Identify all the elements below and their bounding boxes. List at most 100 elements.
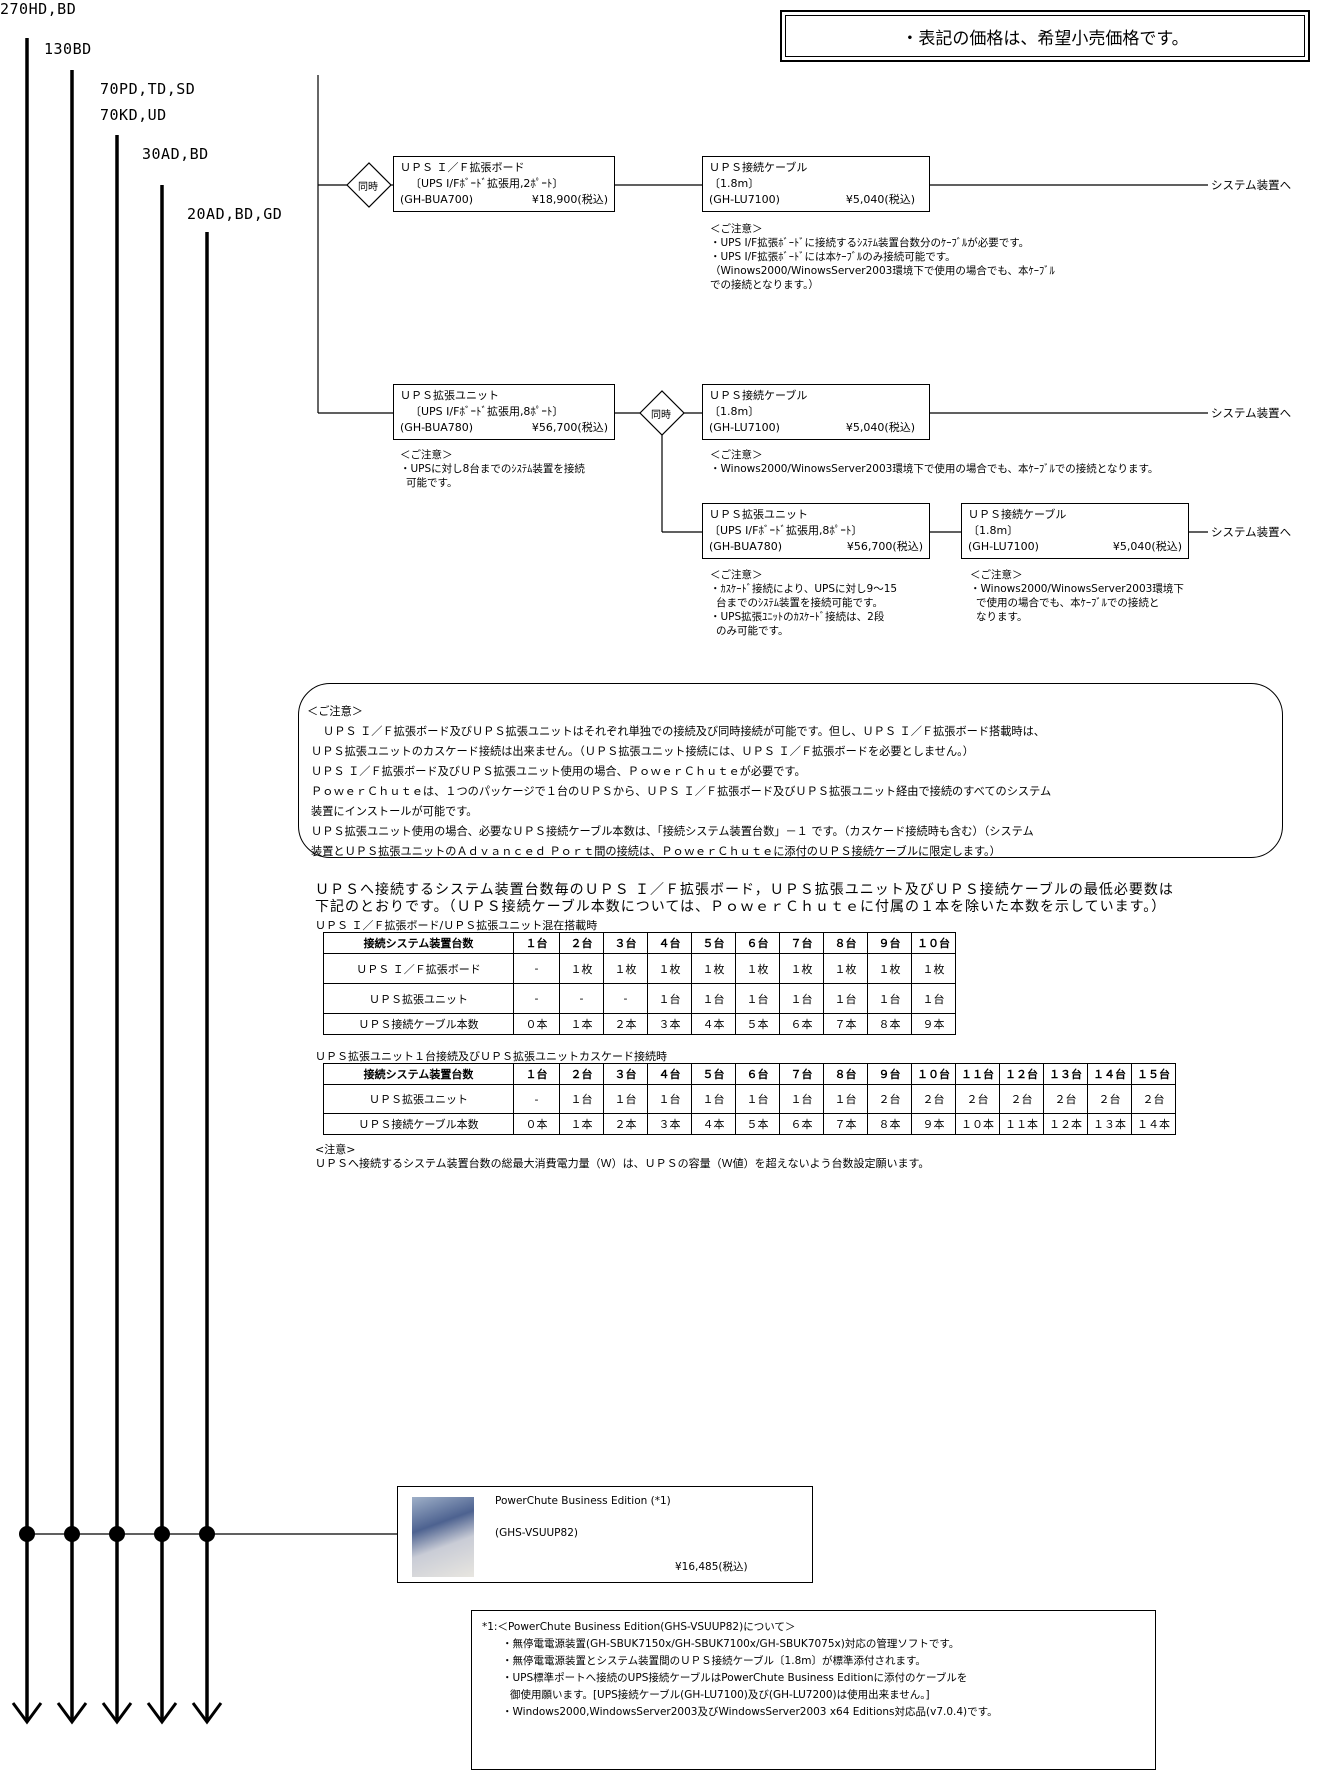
product-code: (GH-BUA780): [709, 540, 783, 553]
product-price: ¥18,900(税込): [531, 193, 608, 206]
table-header-cell: ３台: [603, 1063, 648, 1085]
product-code: (GH-LU7100): [968, 540, 1039, 553]
arrow-head-270: [11, 1702, 43, 1725]
junction-dot: [19, 1526, 35, 1542]
product-name: ＵＰＳ Ｉ／Ｆ拡張ボード: [400, 161, 525, 174]
product-code: (GH-BUA780): [400, 421, 474, 434]
product-name: ＵＰＳ接続ケーブル: [709, 161, 808, 174]
product-spec: 〔1.8m〕: [709, 177, 760, 190]
table-header-cell: ７台: [779, 1063, 824, 1085]
simultaneous-label-2: 同時: [651, 410, 671, 421]
simultaneous-label-1: 同時: [358, 182, 378, 193]
cable1-caution-note: ＜ご注意＞ ・UPS I/F拡張ﾎﾞｰﾄﾞに接続するｼｽﾃﾑ装置台数分のｹｰﾌﾞ…: [710, 223, 1055, 291]
junction-dot: [109, 1526, 125, 1542]
product-spec: 〔1.8m〕: [709, 405, 760, 418]
table-header-cell: 接続システム装置台数: [323, 932, 514, 954]
product-name: PowerChute Business Edition (*1): [495, 1495, 671, 1507]
simultaneous-diamond-2: [639, 390, 685, 436]
product-spec: 〔UPS I/Fﾎﾞｰﾄﾞ拡張用,8ﾎﾟｰﾄ〕: [709, 524, 863, 537]
product-price: ¥5,040(税込): [1112, 540, 1182, 553]
product-code: (GH-LU7100): [709, 421, 780, 434]
product-box-ups-cable-2: ＵＰＳ接続ケーブル 〔1.8m〕 (GH-LU7100) ¥5,040(税込): [702, 384, 930, 440]
powerchute-package-image: [412, 1497, 474, 1577]
tables-intro-line-2: 下記のとおりです。（ＵＰＳ接続ケーブル本数については、ＰｏｗｅｒＣｈｕｔｅに付属…: [315, 899, 1167, 915]
table-header-cell: １台: [513, 1063, 560, 1085]
tables-intro-line-1: ＵＰＳへ接続するシステム装置台数毎のＵＰＳ Ｉ／Ｆ拡張ボード，ＵＰＳ拡張ユニット…: [315, 882, 1174, 898]
arrow-head-130: [56, 1702, 88, 1725]
junction-dot: [154, 1526, 170, 1542]
table-header-cell: ２台: [559, 932, 604, 954]
system-label-270: 270HD,BD: [0, 0, 77, 18]
destination-label-2: システム装置へ: [1211, 406, 1292, 420]
product-code: (GH-BUA700): [400, 193, 474, 206]
table-header-cell: １２台: [999, 1063, 1044, 1085]
table1-caption: ＵＰＳ Ｉ／Ｆ拡張ボード/ＵＰＳ拡張ユニット混在搭載時: [315, 919, 598, 932]
price-notice-box: ・表記の価格は、希望小売価格です。: [780, 10, 1310, 62]
product-name: ＵＰＳ拡張ユニット: [400, 389, 499, 402]
product-name: ＵＰＳ接続ケーブル: [968, 508, 1067, 521]
destination-label-3: システム装置へ: [1211, 525, 1292, 539]
table-header-cell: ４台: [647, 932, 692, 954]
system-label-130: 130BD: [44, 40, 92, 58]
table-header-cell: ４台: [647, 1063, 692, 1085]
table-header-cell: １０台: [911, 1063, 956, 1085]
table-header-cell: １４台: [1087, 1063, 1132, 1085]
table-header-cell: ８台: [823, 1063, 868, 1085]
product-name: ＵＰＳ接続ケーブル: [709, 389, 808, 402]
power-note-text: ＵＰＳへ接続するシステム装置台数の総最大消費電力量（Ｗ）は、ＵＰＳの容量（Ｗ値）…: [315, 1157, 930, 1170]
arrow-head-30: [146, 1702, 178, 1725]
arrow-head-20: [191, 1702, 223, 1725]
product-code: (GH-LU7100): [709, 193, 780, 206]
power-note-title: <注意>: [315, 1143, 356, 1156]
product-box-ups-if-board: ＵＰＳ Ｉ／Ｆ拡張ボード 〔UPS I/Fﾎﾞｰﾄﾞ拡張用,2ﾎﾟｰﾄ〕 (GH…: [393, 156, 615, 212]
table-header-cell: ２台: [559, 1063, 604, 1085]
table-header-cell: １台: [513, 932, 560, 954]
product-spec: 〔UPS I/Fﾎﾞｰﾄﾞ拡張用,8ﾎﾟｰﾄ〕: [410, 405, 564, 418]
price-notice: ・表記の価格は、希望小売価格です。: [901, 28, 1189, 49]
unit2-caution-note: ＜ご注意＞ ・ｶｽｹｰﾄﾞ接続により、UPSに対し9～15 台までのｼｽﾃﾑ装置…: [710, 569, 898, 637]
table-mixed-config: 接続システム装置台数 １台 ２台 ３台 ４台 ５台 ６台 ７台 ８台 ９台 １０…: [323, 932, 956, 1035]
table-header-cell: ６台: [735, 1063, 780, 1085]
product-price: ¥16,485(税込): [675, 1561, 748, 1573]
product-box-powerchute: PowerChute Business Edition (*1) (GHS-VS…: [397, 1486, 813, 1583]
product-spec: 〔UPS I/Fﾎﾞｰﾄﾞ拡張用,2ﾎﾟｰﾄ〕: [410, 177, 564, 190]
product-spec: 〔1.8m〕: [968, 524, 1019, 537]
table-header-cell: ７台: [779, 932, 824, 954]
arrow-head-70: [101, 1702, 133, 1725]
table-header-cell: ８台: [823, 932, 868, 954]
product-price: ¥56,700(税込): [846, 540, 923, 553]
product-box-ups-cable-3: ＵＰＳ接続ケーブル 〔1.8m〕 (GH-LU7100) ¥5,040(税込): [961, 503, 1189, 559]
table-header-cell: １１台: [955, 1063, 1000, 1085]
table-header-cell: 接続システム装置台数: [323, 1063, 514, 1085]
product-box-ups-unit-1: ＵＰＳ拡張ユニット 〔UPS I/Fﾎﾞｰﾄﾞ拡張用,8ﾎﾟｰﾄ〕 (GH-BU…: [393, 384, 615, 440]
system-label-30: 30AD,BD: [142, 145, 209, 163]
powerchute-footnote: *1:＜PowerChute Business Edition(GHS-VSUU…: [471, 1610, 1156, 1770]
product-code: (GHS-VSUUP82): [495, 1527, 578, 1539]
table-header-cell: ３台: [603, 932, 648, 954]
table-cascade-config: 接続システム装置台数 １台 ２台 ３台 ４台 ５台 ６台 ７台 ８台 ９台 １０…: [323, 1063, 1176, 1135]
junction-dot: [64, 1526, 80, 1542]
product-price: ¥5,040(税込): [845, 421, 915, 434]
table-header-cell: １０台: [911, 932, 956, 954]
product-box-ups-unit-2: ＵＰＳ拡張ユニット 〔UPS I/Fﾎﾞｰﾄﾞ拡張用,8ﾎﾟｰﾄ〕 (GH-BU…: [702, 503, 930, 559]
unit1-caution-note: ＜ご注意＞ ・UPSに対し8台までのｼｽﾃﾑ装置を接続 可能です。: [400, 449, 585, 489]
cable3-caution-note: ＜ご注意＞ ・Winows2000/WinowsServer2003環境下 で使…: [970, 569, 1184, 623]
system-label-20: 20AD,BD,GD: [187, 205, 283, 223]
table-header-cell: ５台: [691, 932, 736, 954]
product-price: ¥5,040(税込): [845, 193, 915, 206]
system-label-70-kud: 70KD,UD: [100, 106, 167, 124]
junction-dot: [199, 1526, 215, 1542]
table-header-cell: ６台: [735, 932, 780, 954]
table2-caption: ＵＰＳ拡張ユニット１台接続及びＵＰＳ拡張ユニットカスケード接続時: [315, 1050, 667, 1063]
wiring-diagram: [11, 38, 1208, 1725]
table-header-cell: ９台: [867, 1063, 912, 1085]
table-header-cell: １３台: [1043, 1063, 1088, 1085]
table-header-cell: ５台: [691, 1063, 736, 1085]
destination-label-1: システム装置へ: [1211, 178, 1292, 192]
product-name: ＵＰＳ拡張ユニット: [709, 508, 808, 521]
